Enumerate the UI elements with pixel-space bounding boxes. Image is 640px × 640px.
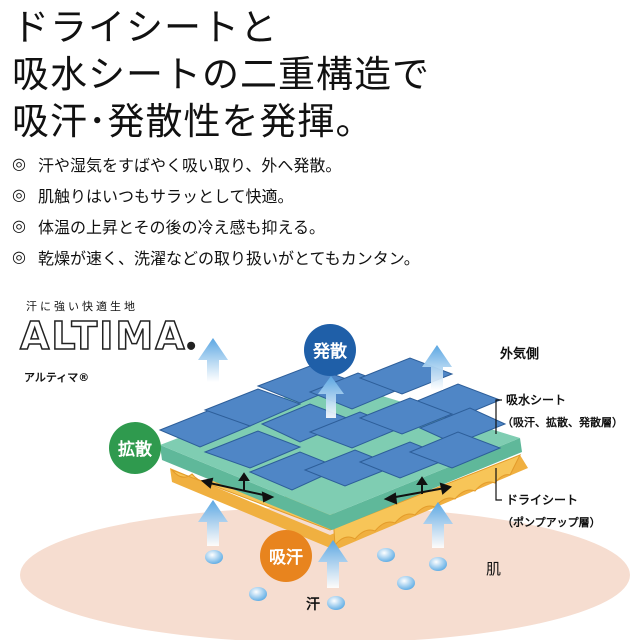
feature-item: ◎ 体温の上昇とその後の冷え感も抑える。 <box>12 210 632 241</box>
up-arrow-icon <box>318 376 344 418</box>
up-arrow-icon <box>318 540 348 588</box>
sweat-label: 汗 <box>306 596 320 613</box>
spread-arrows <box>200 472 452 505</box>
up-arrow-icon <box>198 500 228 546</box>
dry-sheet-label: ドライシート <box>506 493 578 507</box>
absorbent-sheet-sublabel: （吸汗、拡散、発散層） <box>502 415 623 429</box>
sweat-drop-icon <box>397 576 415 590</box>
absorbent-tiles <box>158 357 507 491</box>
feature-item: ◎ 肌触りはいつもサラッとして快適。 <box>12 179 632 210</box>
base-layer <box>160 438 522 530</box>
absorbent-sheet-label: 吸水シート <box>506 392 566 407</box>
sweat-drop-icon <box>377 548 395 562</box>
bullet-mark: ◎ <box>12 216 26 235</box>
leader-lines <box>495 399 502 501</box>
brand-block: 汗に強い快適生地 ALTIMA® アルティマ® <box>19 298 200 385</box>
up-arrow-icon <box>198 338 228 382</box>
brand-logo: ALTIMA® <box>19 313 200 369</box>
badge-spread-label: 拡散 <box>118 439 153 460</box>
badge-diffuse: 発散 <box>304 324 356 376</box>
skin-area <box>20 507 630 640</box>
sweat-drops <box>205 548 447 610</box>
sweat-drop-icon <box>327 596 345 610</box>
feature-item: ◎ 乾燥が速く、洗濯などの取り扱いがとてもカンタン。 <box>12 241 632 272</box>
sweat-drop-icon <box>429 557 447 571</box>
brand-kana: アルティマ® <box>24 371 90 384</box>
headline-line-3: 吸汗･発散性を発揮。 <box>12 100 374 143</box>
brand-logo-text: ALTIMA <box>19 313 187 359</box>
up-arrow-icon <box>422 345 452 390</box>
headline-line-2: 吸水シートの二重構造で <box>12 53 430 96</box>
headline: ドライシートと 吸水シートの二重構造で 吸汗･発散性を発揮。 <box>12 4 632 145</box>
headline-line-1: ドライシートと <box>12 6 278 49</box>
outside-label: 外気側 <box>499 346 539 362</box>
feature-text: 肌触りはいつもサラッとして快適。 <box>38 186 294 206</box>
sweat-drop-icon <box>249 587 267 601</box>
sweat-drop-icon <box>205 550 223 564</box>
up-arrow-icon <box>423 502 453 548</box>
brand-registered-mark: ® <box>186 341 198 353</box>
badge-spread: 拡散 <box>109 422 161 474</box>
skin-label: 肌 <box>486 560 501 578</box>
bullet-mark: ◎ <box>12 247 26 266</box>
upward-flow-arrows <box>198 338 453 588</box>
brand-tagline: 汗に強い快適生地 <box>26 300 138 313</box>
dry-sheet-sublabel: （ポンプアップ層） <box>502 515 601 529</box>
badge-absorb-label: 吸汗 <box>269 547 303 568</box>
feature-item: ◎ 汗や湿気をすばやく吸い取り、外へ発散。 <box>12 148 632 179</box>
badge-absorb: 吸汗 <box>260 530 312 582</box>
feature-text: 乾燥が速く、洗濯などの取り扱いがとてもカンタン。 <box>38 248 420 268</box>
badge-diffuse-label: 発散 <box>312 341 348 362</box>
bullet-mark: ◎ <box>12 154 26 173</box>
feature-list: ◎ 汗や湿気をすばやく吸い取り、外へ発散。 ◎ 肌触りはいつもサラッとして快適。… <box>12 148 632 272</box>
feature-text: 汗や湿気をすばやく吸い取り、外へ発散。 <box>38 155 342 175</box>
feature-text: 体温の上昇とその後の冷え感も抑える。 <box>38 217 326 237</box>
bullet-mark: ◎ <box>12 185 26 204</box>
